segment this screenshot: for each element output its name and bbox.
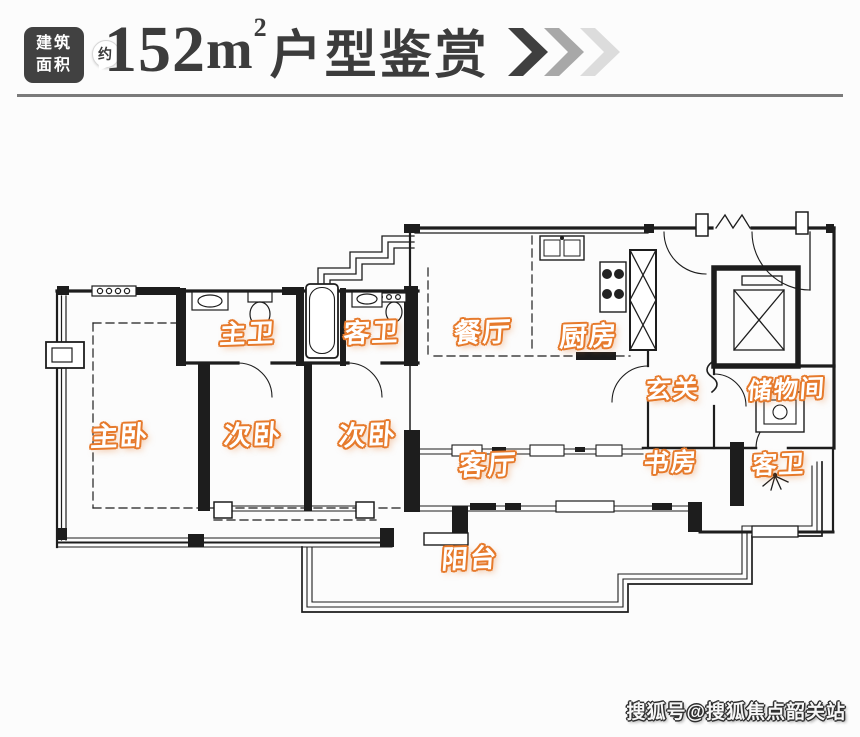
room-label-master-bath: 主卫 [218,317,278,350]
room-label-bedroom-3: 次卧 [337,419,398,452]
guest-bath-fixtures [351,291,403,323]
room-label-guest-bath-top: 客卫 [342,316,402,349]
chevron-1-icon [508,28,548,76]
room-label-living: 客厅 [457,449,518,482]
storage-appliance-icon [755,391,805,433]
approx-bubble: 约 [92,40,120,68]
area-badge: 建筑 面积 约 [24,27,120,83]
kitchen-sink-icon [539,235,585,261]
chevron-3-icon [580,28,620,76]
title-unit: m [206,19,253,81]
title-area-value: 152 [104,13,206,86]
room-label-kitchen: 厨房 [558,320,619,353]
flue-shaft [629,249,657,351]
shower-icon [762,472,789,491]
bathtub-icon [305,283,339,359]
walls [55,224,836,549]
chevron-2-icon [544,28,584,76]
windows [45,211,809,394]
room-label-study: 书房 [642,448,699,478]
stove-icon [599,261,627,313]
title-unit-sup: 2 [253,13,267,42]
bay-windows [56,501,393,548]
header-divider [17,94,843,97]
room-label-foyer: 玄关 [644,375,701,405]
room-label-dining: 餐厅 [452,316,513,349]
area-badge-line1: 建筑 [35,35,72,52]
elevator-icon [711,265,801,369]
room-label-master-bedroom: 主卧 [89,420,150,453]
room-label-bedroom-2: 次卧 [222,419,283,452]
balcony-outline [301,461,823,613]
area-badge-line2: 面积 [35,57,72,74]
room-label-storage: 储物间 [746,375,827,405]
stepped-platform [317,235,415,292]
sohu-watermark: 搜狐号@搜狐焦点韶关站 [626,702,846,723]
room-label-guest-bath-bottom: 客卫 [750,450,807,480]
living-partitions [414,444,701,513]
left-window-wall [55,289,67,549]
room-label-balcony: 阳台 [440,542,500,575]
title-suffix: 户型鉴赏 [269,27,490,85]
master-bath-fixtures [191,291,273,327]
dashed-guides [92,235,631,521]
chevrons-icon [508,28,620,76]
